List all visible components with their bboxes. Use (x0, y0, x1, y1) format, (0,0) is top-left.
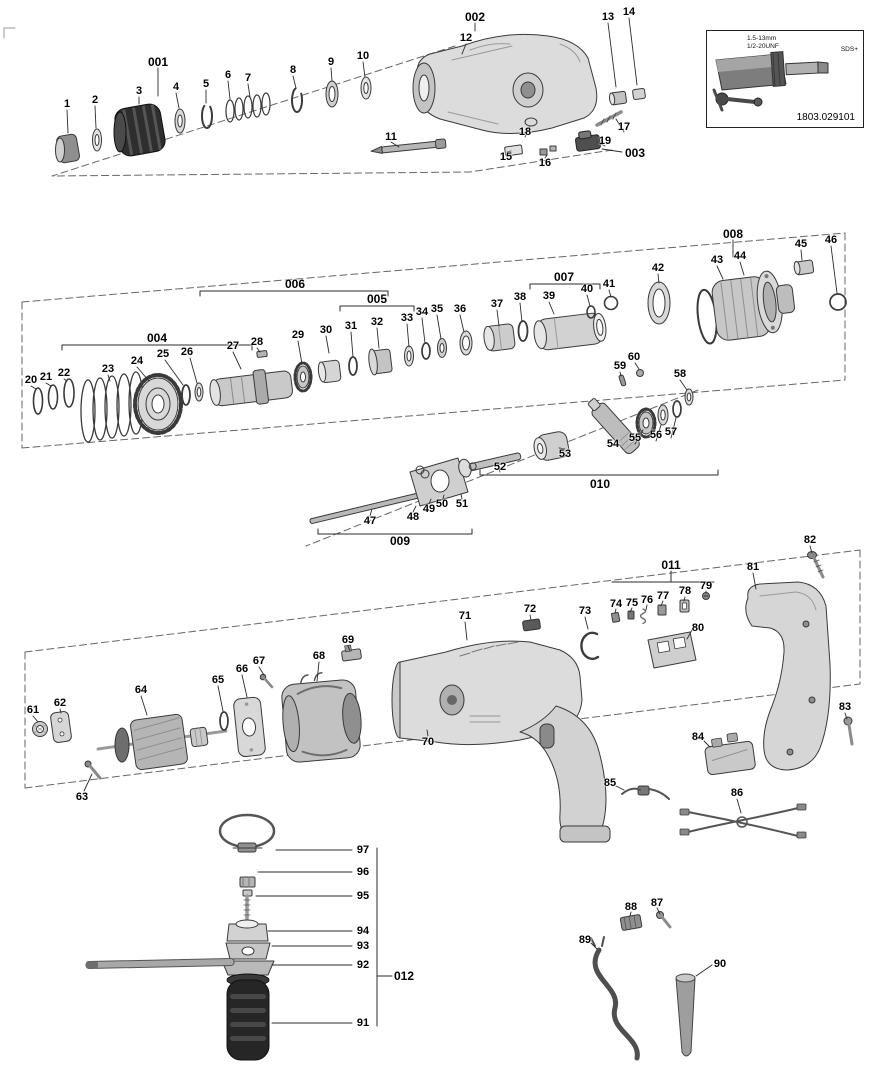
inset-spec-line2: 1/2-20UNF (747, 43, 779, 50)
rear-handle-drawing (745, 551, 854, 771)
cable-parts-drawing (590, 911, 696, 1061)
motor-assembly-drawing (32, 644, 435, 780)
crank-assembly-drawing (309, 369, 694, 525)
inset-chuck-drawing (712, 51, 829, 112)
inset-shank-type: SDS+ (840, 46, 858, 53)
inset-chuck-box: 1.5-13mm 1/2-20UNF SDS+ 1803.029101 (706, 30, 864, 128)
main-housing-drawing (391, 618, 807, 843)
inset-spec-line1: 1.5-13mm (747, 35, 777, 42)
leader-lines (30, 17, 848, 977)
side-handle-drawing (85, 813, 276, 1061)
bracket-lines (61, 283, 719, 1027)
inset-part-number: 1803.029101 (796, 112, 855, 123)
corner-mark (3, 27, 16, 39)
chuck-assembly-drawing (55, 76, 447, 164)
switch-parts-drawing (504, 87, 646, 157)
gear-housing-drawing (412, 33, 598, 135)
brush-parts-drawing (611, 592, 710, 669)
hammer-mechanism-drawing (32, 259, 847, 443)
